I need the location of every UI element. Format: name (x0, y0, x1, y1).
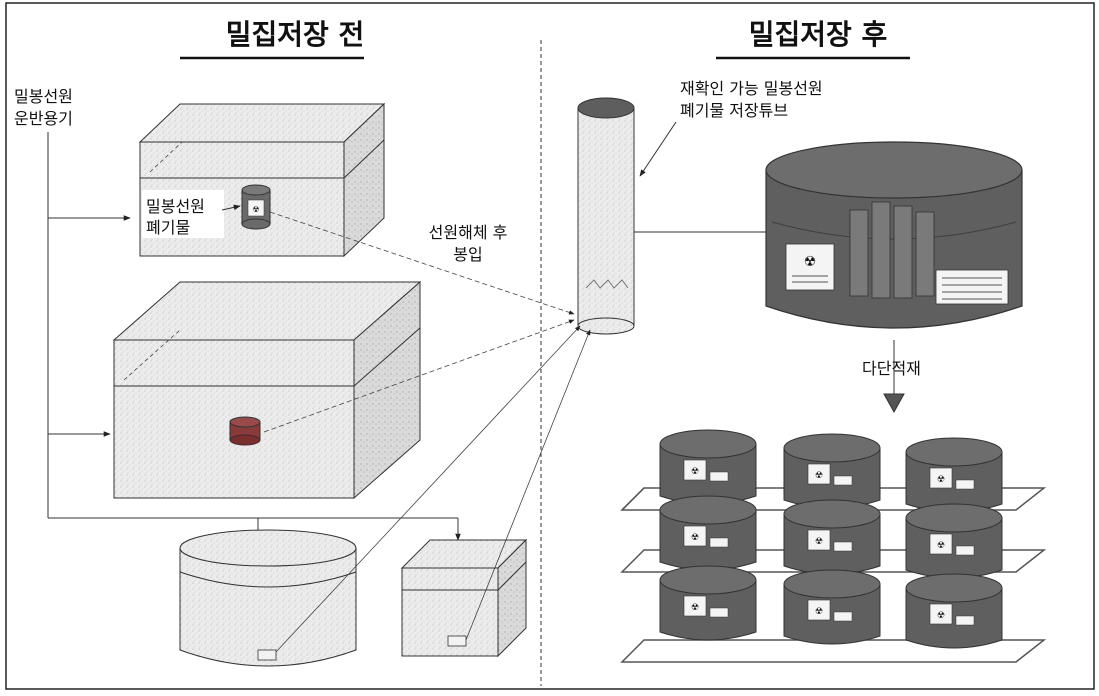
open-drum-container (179, 529, 357, 667)
label-dismantle-line2: 봉입 (453, 245, 482, 264)
stacked-drum (905, 503, 1003, 579)
label-dismantle-line1: 선원해체 후 (429, 223, 508, 242)
tube-label-arrow (639, 121, 677, 177)
label-container-line1: 밀봉선원 (14, 87, 73, 106)
waste-label-bg (142, 190, 224, 238)
stacking-arrow-head (883, 393, 905, 414)
label-tube-line2: 폐기물 저장튜브 (680, 101, 788, 120)
label-stacking: 다단적재 (862, 359, 921, 378)
radiation-icon: ☢ (252, 205, 259, 214)
storage-tube (577, 97, 635, 335)
label-waste-line1: 밀봉선원 (146, 197, 205, 216)
title-before: 밀집저장 전 (226, 18, 365, 51)
stacked-drum (659, 565, 757, 641)
container-bracket (47, 132, 461, 541)
stacked-drum (905, 573, 1003, 649)
stacked-drum (905, 437, 1003, 513)
radiation-icon: ☢ (804, 254, 817, 270)
label-tube-line1: 재확인 가능 밀봉선원 (680, 79, 823, 98)
small-box-container (400, 538, 528, 658)
small-source-cylinder: ☢ (241, 184, 271, 230)
stacked-drum (783, 433, 881, 509)
medium-source-cylinder (229, 416, 261, 446)
stacked-drums (659, 429, 1003, 649)
stacked-drum (659, 429, 757, 505)
large-container-box (112, 280, 422, 500)
stacked-drum (783, 499, 881, 575)
label-container-line2: 운반용기 (14, 109, 73, 128)
waste-label-arrow (221, 204, 241, 211)
label-waste-line2: 폐기물 (146, 218, 190, 237)
large-storage-drum: ☢ (765, 141, 1023, 329)
title-after: 밀집저장 후 (749, 18, 888, 51)
convergence-lines (263, 211, 591, 653)
stacked-drum (783, 569, 881, 645)
stacked-drum (659, 495, 757, 571)
